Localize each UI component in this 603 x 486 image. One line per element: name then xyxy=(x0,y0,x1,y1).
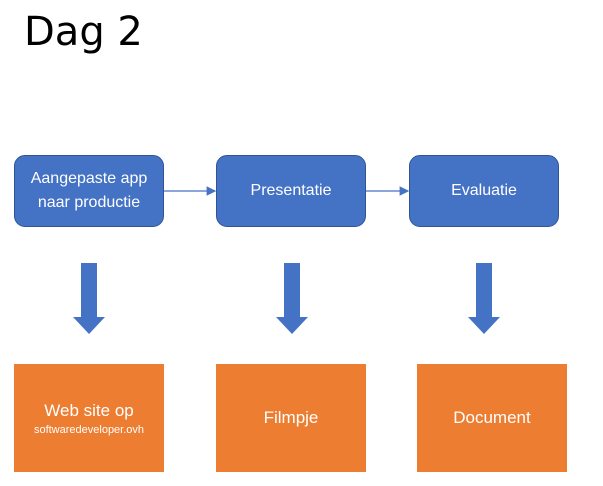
output-label: Web site op xyxy=(44,400,134,420)
output-label: Document xyxy=(453,408,531,427)
output-document: Document xyxy=(417,364,567,472)
process-step-presentatie: Presentatie xyxy=(216,155,366,227)
process-step-label: Presentatie xyxy=(250,182,332,199)
down-arrow-1 xyxy=(73,263,105,334)
output-filmpje: Filmpje xyxy=(216,364,366,472)
output-label: Filmpje xyxy=(263,408,319,427)
output-website: Web site op softwaredeveloper.ovh xyxy=(14,364,164,472)
down-arrow-3 xyxy=(468,263,500,334)
process-step-label: Evaluatie xyxy=(451,182,517,199)
process-step-label: Aangepaste app naar productie xyxy=(30,170,148,211)
process-step-app-to-production: Aangepaste app naar productie xyxy=(14,155,164,227)
down-arrow-2 xyxy=(276,263,308,334)
slide-title: Dag 2 xyxy=(24,9,143,55)
output-sublabel: softwaredeveloper.ovh xyxy=(33,423,145,436)
process-step-evaluatie: Evaluatie xyxy=(409,155,559,227)
